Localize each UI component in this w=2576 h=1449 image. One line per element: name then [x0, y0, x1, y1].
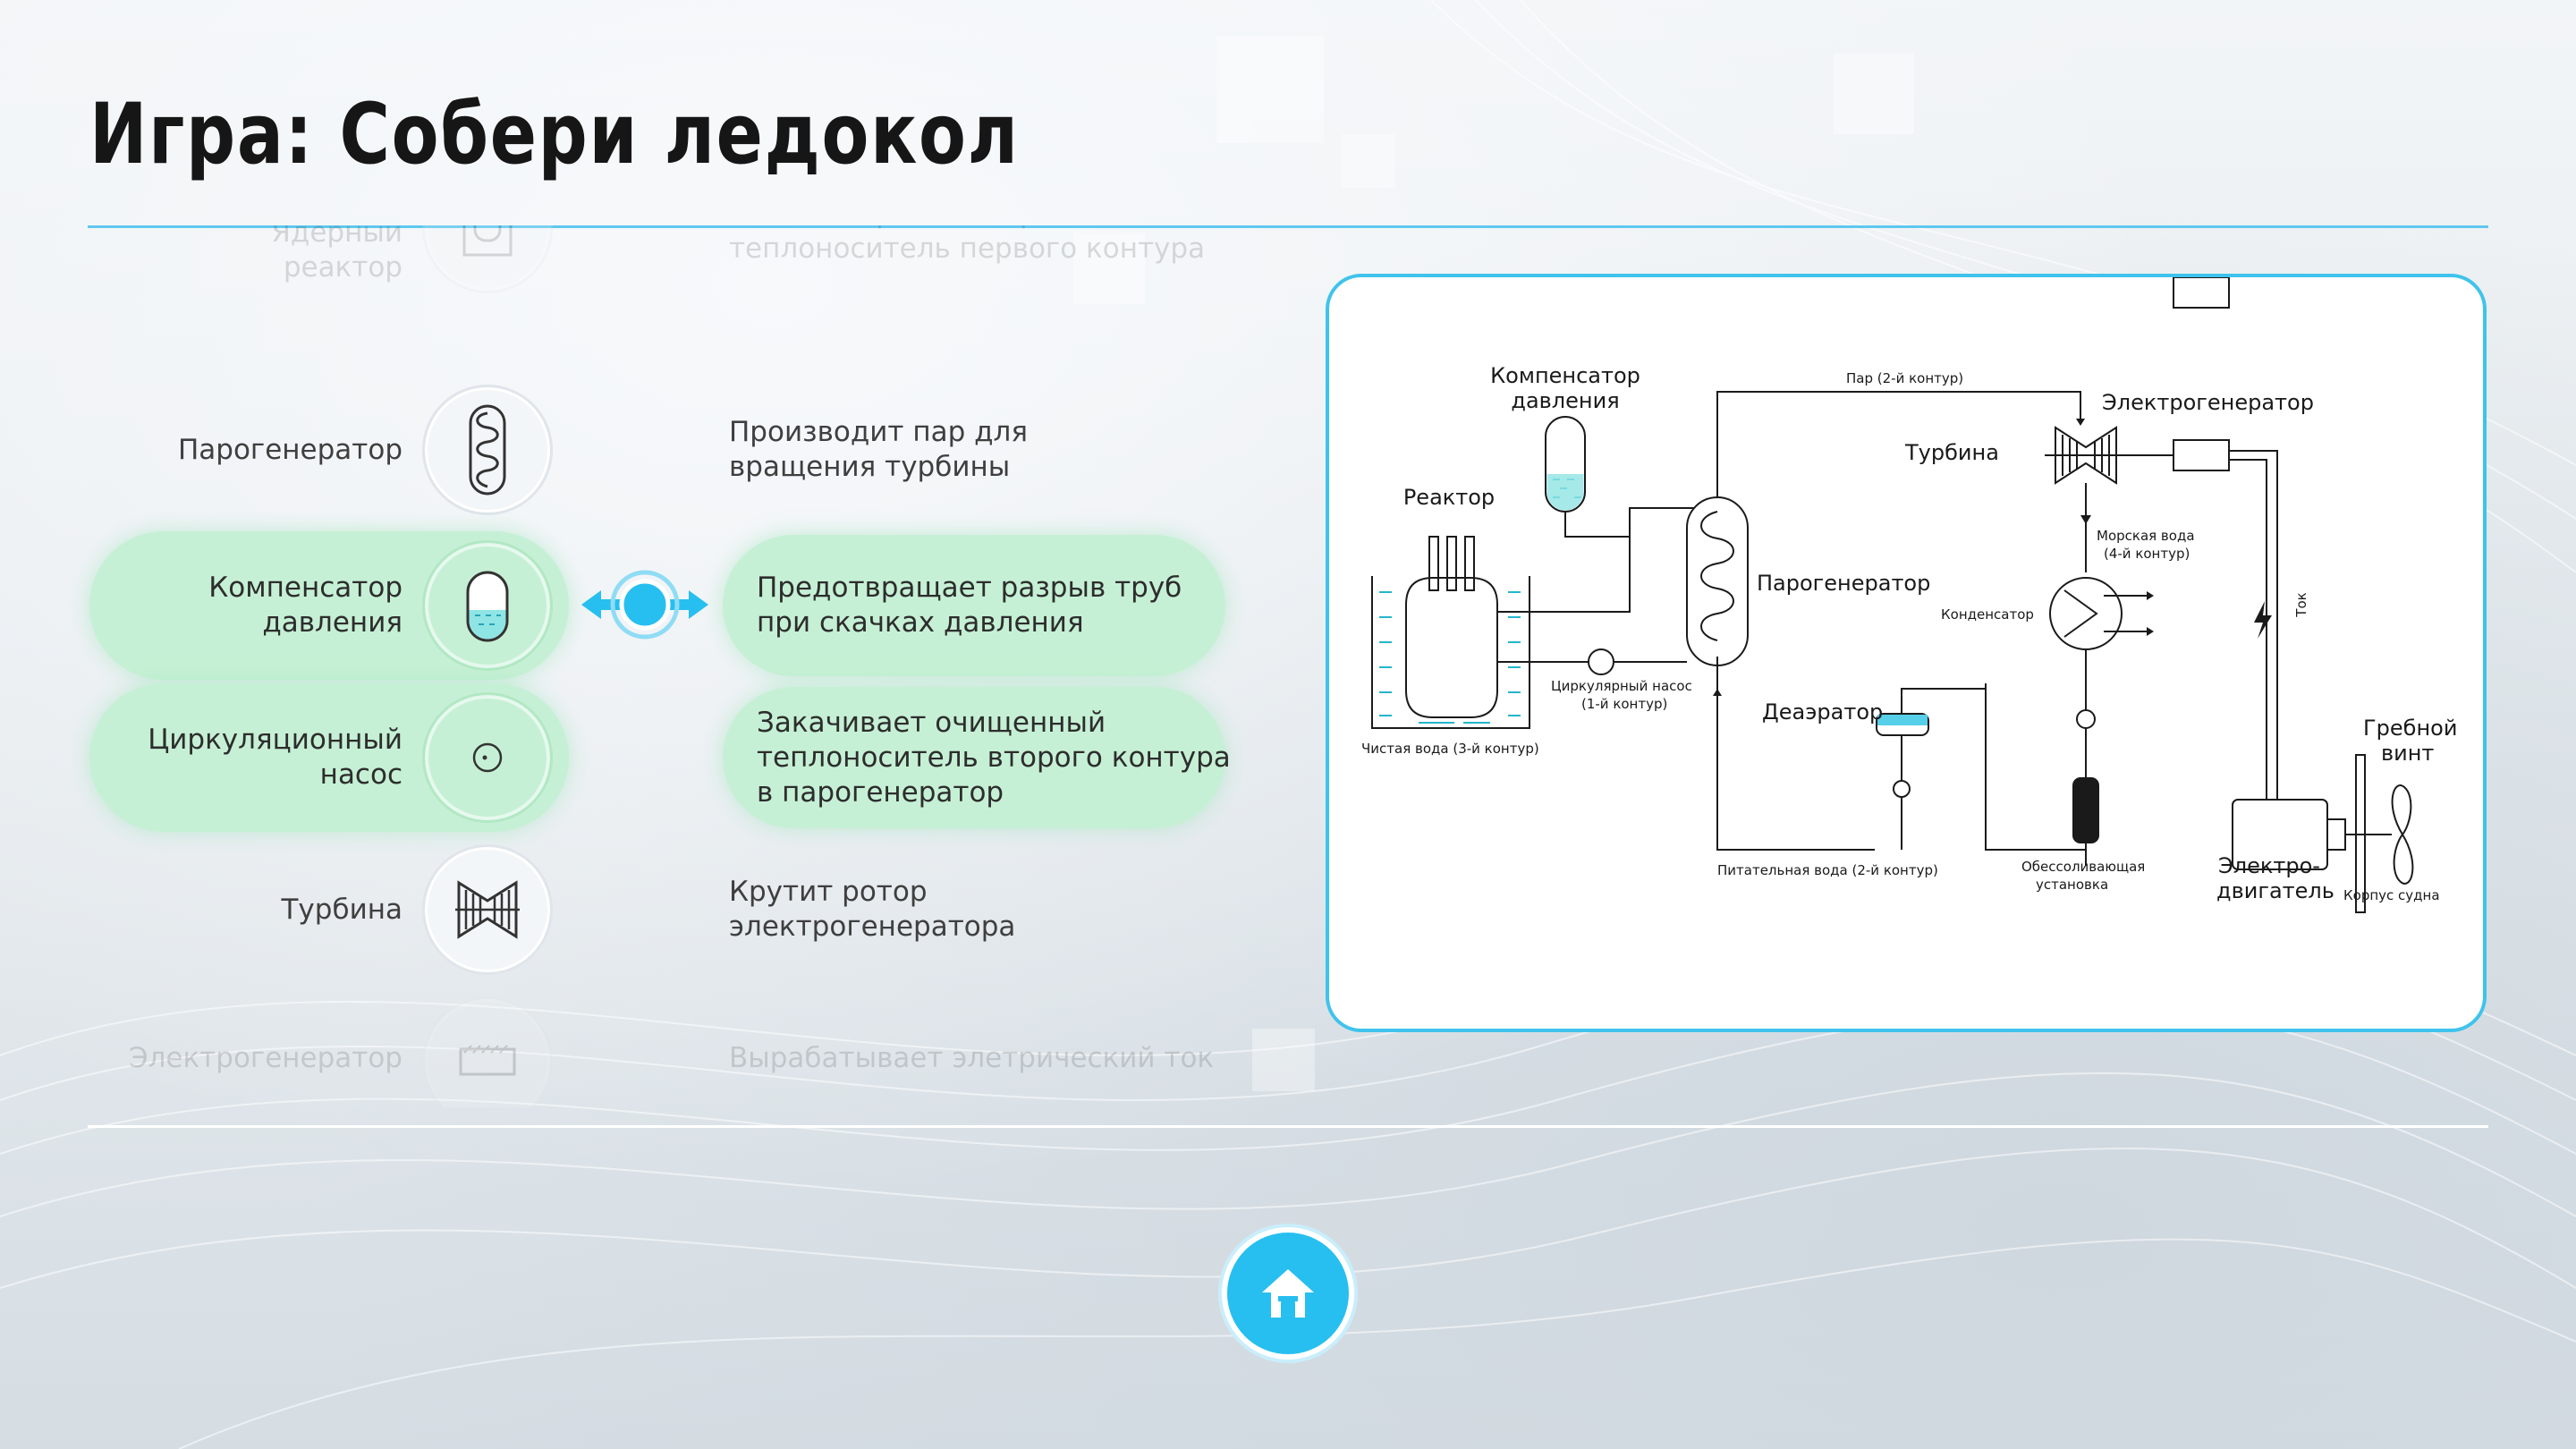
label-deaerator: Деаэратор — [1762, 699, 1883, 724]
label-reactor: Реактор — [1403, 485, 1495, 510]
label-desalination: Обессоливающая — [2021, 859, 2145, 875]
component-name: Ядерный реактор — [271, 225, 402, 284]
component-name: Циркуляционный насос — [148, 724, 402, 791]
label-motor-2: двигатель — [2216, 878, 2334, 903]
component-description: Вырабатывает элетрический ток — [729, 1041, 1215, 1074]
component-row-electrogenerator[interactable]: Электрогенератор Вырабатывает элетрическ… — [0, 991, 1324, 1107]
label-hull: Корпус судна — [2343, 887, 2440, 903]
component-row-steam-generator[interactable]: Парогенератор Производит пар для вращени… — [0, 374, 1324, 526]
label-compensator-2: давления — [1511, 388, 1619, 413]
component-description: Крутит ротор электрогенератора — [729, 876, 1016, 943]
component-name: Электрогенератор — [128, 1041, 402, 1074]
label-sea-water: Морская вода — [2097, 528, 2195, 544]
footer-divider — [88, 1125, 2488, 1128]
home-button[interactable] — [1222, 1227, 1354, 1360]
electrogenerator-icon — [422, 996, 553, 1107]
page-title: Игра: Собери ледокол — [89, 86, 1020, 183]
component-row-circulation-pump[interactable]: Циркуляционный насос Закачивает очищенны… — [0, 682, 1324, 834]
component-name: Компенсатор давления — [208, 572, 402, 639]
component-row-pressure-compensator[interactable]: Компенсатор давления Предотвращает разры… — [0, 530, 1324, 682]
circulation-pump-icon — [422, 692, 553, 823]
match-connector-icon — [578, 560, 712, 649]
label-desalination-2: установка — [2036, 877, 2108, 893]
title-divider — [88, 225, 2488, 228]
component-description: Своей энергией нагревает теплоноситель п… — [729, 225, 1206, 265]
component-name: Парогенератор — [177, 433, 402, 466]
selected-description-pill — [723, 535, 1225, 676]
label-steam-generator: Парогенератор — [1757, 571, 1930, 596]
turbine-icon — [422, 844, 553, 975]
label-clean-water: Чистая вода (3-й контур) — [1361, 741, 1539, 757]
reactor-diagram: Компенсатор давления Реактор Парогенерат… — [1361, 277, 2457, 913]
home-icon — [1262, 1269, 1314, 1318]
label-turbine: Турбина — [1904, 440, 1999, 465]
component-row-reactor[interactable]: Ядерный реактор Своей энергией нагревает… — [0, 225, 1324, 369]
reactor-icon — [422, 225, 553, 293]
label-circ-pump: Циркулярный насос — [1551, 678, 1692, 694]
label-compensator: Компенсатор — [1490, 363, 1640, 388]
label-steam-pipe: Пар (2-й контур) — [1846, 370, 1963, 386]
component-row-turbine[interactable]: Турбина Крутит ротор электрогенератора — [0, 834, 1324, 986]
component-description: Предотвращает разрыв труб при скачках да… — [757, 572, 1182, 639]
component-description: Производит пар для вращения турбины — [729, 416, 1029, 483]
label-motor: Электро- — [2218, 853, 2320, 878]
pressure-compensator-icon — [422, 540, 553, 671]
label-current: Ток — [2293, 592, 2309, 617]
component-name: Турбина — [281, 893, 403, 926]
reactor-diagram-card: Компенсатор давления Реактор Парогенерат… — [1326, 274, 2487, 1032]
selected-description-pill — [723, 687, 1225, 828]
label-condenser: Конденсатор — [1941, 606, 2034, 623]
label-feed-water: Питательная вода (2-й контур) — [1717, 862, 1938, 878]
label-electrogenerator: Электрогенератор — [2102, 390, 2314, 415]
label-sea-water-2: (4-й контур) — [2104, 546, 2190, 562]
label-circ-pump-2: (1-й контур) — [1581, 696, 1667, 712]
steam-generator-icon — [422, 385, 553, 515]
component-description: Закачивает очищенный теплоноситель второ… — [757, 706, 1231, 809]
component-list: Ядерный реактор Своей энергией нагревает… — [0, 0, 1324, 1109]
label-propeller: Гребной — [2363, 716, 2457, 741]
label-propeller-2: винт — [2381, 741, 2434, 766]
